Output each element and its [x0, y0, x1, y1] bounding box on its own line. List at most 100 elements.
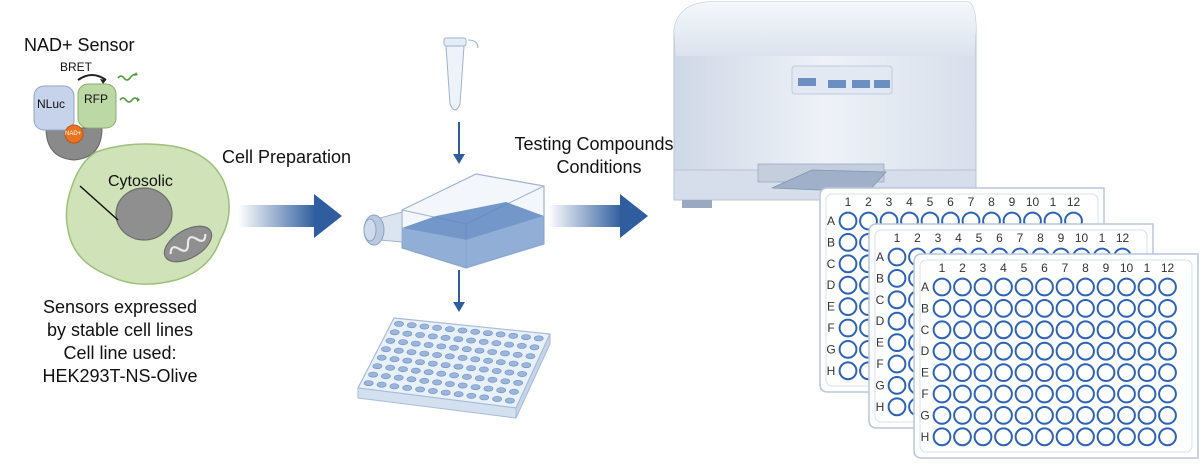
plate-row-label: C — [921, 323, 930, 337]
plate-well — [1035, 427, 1054, 447]
plate-well — [973, 299, 993, 318]
seeded-well — [415, 359, 425, 365]
plate-column-label: 1 — [894, 231, 901, 245]
seeded-well — [487, 349, 498, 355]
plate-well — [1076, 363, 1095, 382]
plate-well — [932, 299, 952, 318]
plate-well — [1117, 406, 1136, 425]
plate-row-label: A — [827, 214, 835, 228]
plate-row-label: A — [921, 280, 929, 294]
plate-well — [953, 384, 972, 404]
plate-well — [1158, 406, 1177, 425]
plate-column-label: 1 — [1050, 195, 1057, 209]
plate-row-label: E — [827, 300, 835, 314]
seeded-well — [445, 381, 455, 387]
plate-row-label: B — [876, 271, 884, 285]
plate-column-label: 6 — [1041, 261, 1048, 275]
seeded-well — [483, 357, 493, 364]
seeded-well — [444, 326, 455, 333]
seeded-well — [478, 366, 489, 373]
plate-column-label: 7 — [1062, 261, 1069, 275]
plate-well — [953, 320, 972, 340]
plate-well — [1158, 277, 1177, 297]
seeded-well — [533, 335, 544, 342]
plate-column-label: 8 — [988, 195, 995, 209]
plate-well — [1014, 320, 1034, 340]
seeded-well — [470, 328, 481, 335]
seeded-well — [491, 368, 502, 374]
seeded-well — [436, 343, 447, 350]
seeded-well — [453, 391, 464, 398]
nluc-label: NLuc — [37, 97, 66, 111]
plate-column-label: 8 — [1082, 261, 1089, 275]
plate-row-label: C — [876, 293, 885, 307]
plate-row-label: E — [876, 336, 884, 350]
testing-line-2: Conditions — [556, 157, 642, 177]
plate-well — [1096, 427, 1116, 447]
plate-column-label: 8 — [1037, 231, 1044, 245]
plate-well — [1158, 320, 1177, 340]
plate-well — [994, 320, 1013, 340]
plate-well — [973, 406, 993, 425]
plate-well — [994, 427, 1013, 447]
plate-well — [932, 363, 952, 382]
plate-well — [994, 406, 1013, 425]
plate-row-label: B — [827, 235, 835, 249]
plate-column-label: 9 — [1103, 261, 1110, 275]
plate-column-label: 5 — [976, 231, 983, 245]
plate-well — [953, 341, 972, 361]
seeded-well — [402, 330, 413, 337]
caption-line-1: Sensors expressed — [42, 297, 198, 317]
seeded-well — [521, 362, 532, 368]
caption-line-3: Cell line used: — [63, 343, 177, 363]
seeded-well — [393, 374, 404, 381]
seeded-well — [462, 373, 472, 380]
seeded-well — [406, 349, 417, 355]
seeded-well — [496, 387, 507, 394]
plate-well — [994, 384, 1013, 404]
plate-row-label: E — [921, 366, 929, 380]
plate-row-label: H — [876, 400, 885, 414]
plate-well — [1096, 277, 1116, 297]
left-caption: Sensors expressed by stable cell lines C… — [20, 296, 220, 388]
seeded-well — [398, 366, 408, 373]
seeded-well — [427, 360, 438, 367]
seeded-well — [389, 356, 400, 363]
plate-column-label: 4 — [1000, 261, 1007, 275]
seeded-well — [406, 322, 417, 329]
seeded-well — [492, 396, 502, 402]
plate-well — [887, 311, 907, 331]
plate-column-label: 7 — [1017, 231, 1024, 245]
plate-column-label: 5 — [927, 195, 934, 209]
plate-well — [838, 318, 858, 338]
down-arrow-icon-2 — [453, 270, 465, 312]
seeded-well — [419, 350, 430, 357]
plate-column-label: 10 — [1075, 231, 1089, 245]
seeded-well — [440, 334, 451, 341]
tube-icon — [443, 37, 479, 111]
plate-well — [1055, 299, 1075, 318]
plate-well — [838, 340, 858, 359]
seeded-well — [487, 376, 498, 383]
seeded-well — [440, 389, 451, 396]
plate-well — [1117, 277, 1136, 297]
seeded-well — [525, 353, 536, 360]
seeded-well — [385, 337, 396, 344]
seeded-well — [436, 370, 447, 377]
plate-well — [1076, 277, 1095, 297]
seeded-well — [376, 354, 387, 361]
plate-well — [1035, 341, 1054, 361]
seeded-well — [394, 321, 404, 327]
plate-well — [953, 277, 972, 297]
plate-column-label: 10 — [1026, 195, 1040, 209]
plate-well — [1158, 363, 1177, 382]
seeded-well — [393, 347, 404, 354]
plate-well — [1137, 406, 1157, 425]
plate-well — [994, 341, 1013, 361]
plate-row-label: F — [921, 387, 928, 401]
plate-column-label: 4 — [906, 195, 913, 209]
plate-well — [973, 320, 993, 340]
seeded-wells — [363, 321, 544, 404]
plate-column-label: 10 — [1120, 261, 1134, 275]
